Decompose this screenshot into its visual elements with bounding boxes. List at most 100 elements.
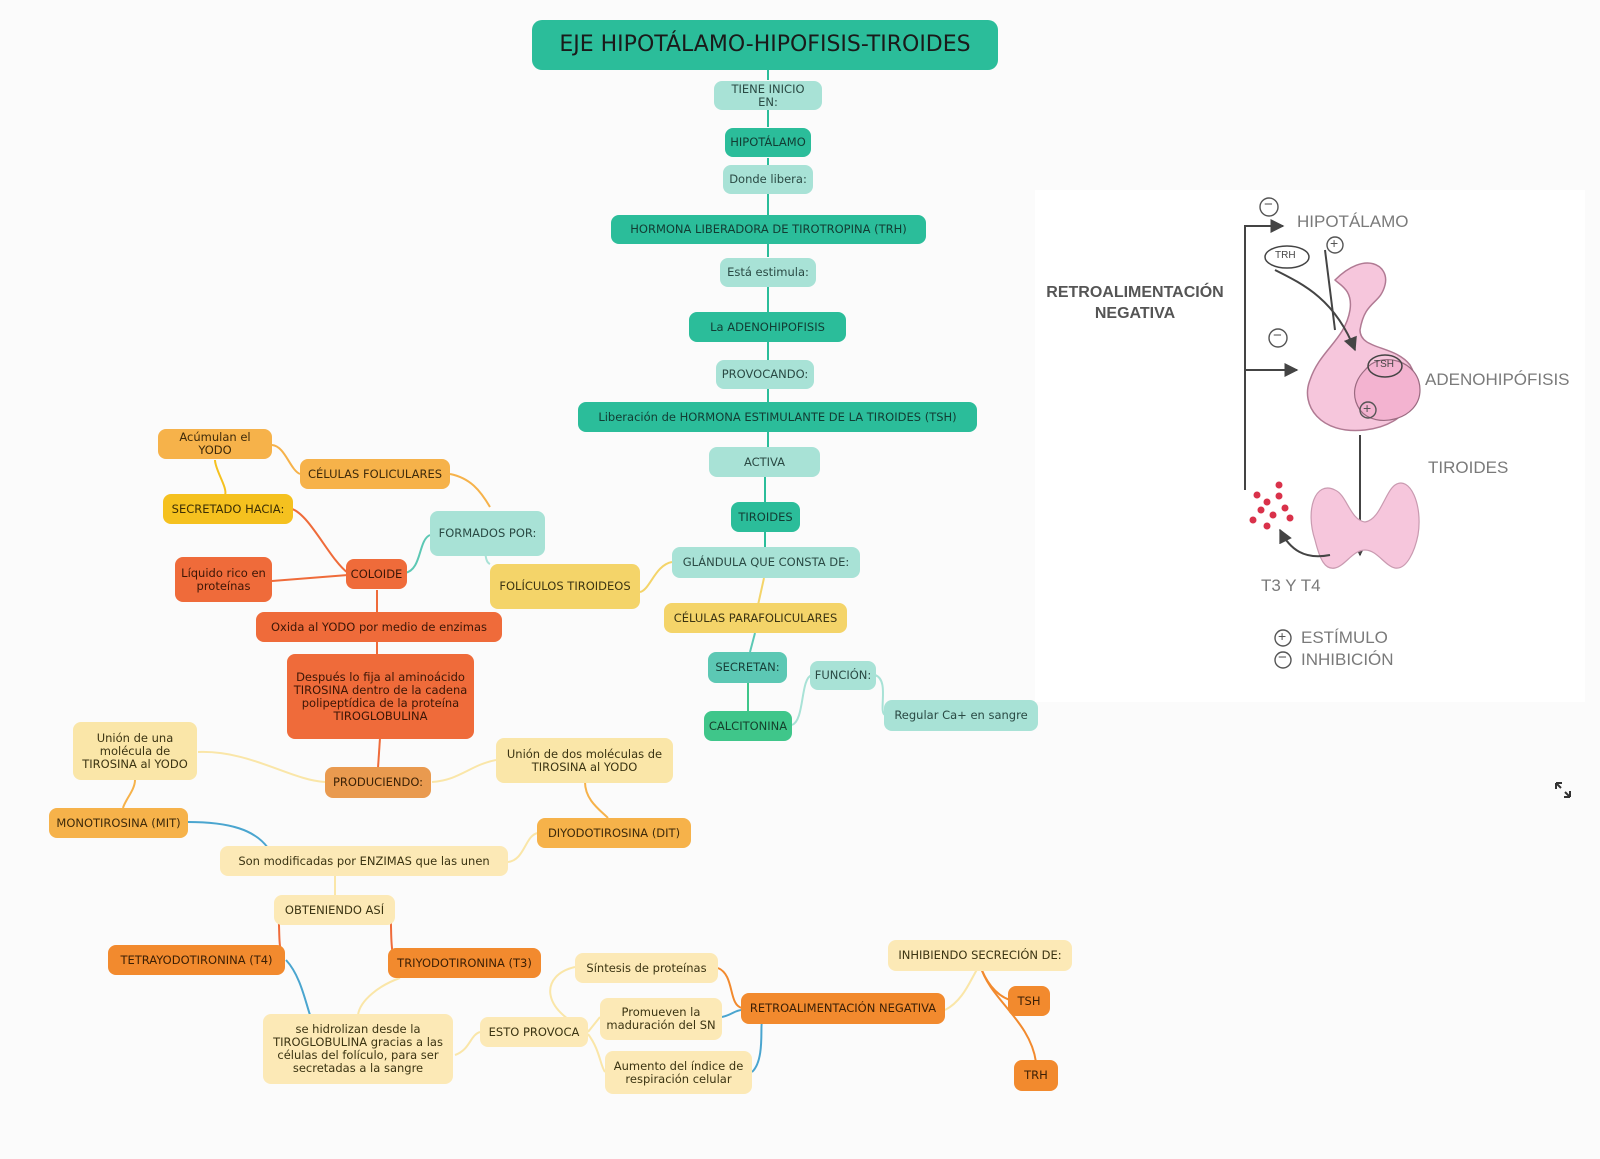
plus-sign-tsh: + <box>1363 400 1372 416</box>
node-mit[interactable]: MONOTIROSINA (MIT) <box>49 808 188 838</box>
figure-retro-label: RETROALIMENTACIÓN NEGATIVA <box>1046 284 1224 322</box>
feedback-line <box>1244 219 1285 490</box>
hormone-dots <box>1249 481 1294 530</box>
connector <box>271 444 301 475</box>
minus-sign-legend: − <box>1278 649 1287 666</box>
connector <box>717 967 743 1009</box>
trh-tag-shape <box>1264 245 1310 269</box>
node-funcion[interactable]: FUNCIÓN: <box>810 661 876 690</box>
connector <box>944 964 981 1011</box>
plus-legend-circle <box>1274 629 1292 647</box>
figure-hipotalamo-label: HIPOTÁLAMO <box>1297 212 1409 231</box>
node-formados-por[interactable]: FORMADOS POR: <box>430 511 545 556</box>
connector <box>584 781 609 819</box>
node-secretan[interactable]: SECRETAN: <box>708 652 787 683</box>
minus-circle-top <box>1259 197 1279 217</box>
node-union-una[interactable]: Unión de una molécula de TIROSINA al YOD… <box>73 722 197 780</box>
connector <box>187 821 269 849</box>
node-calcitonina[interactable]: CALCITONINA <box>704 711 792 741</box>
pituitary-lobe <box>1353 359 1421 421</box>
node-tiroides[interactable]: TIROIDES <box>731 502 800 532</box>
connector <box>587 1033 606 1073</box>
plus-circle-trh <box>1326 236 1344 254</box>
node-hidrolizan[interactable]: se hidrolizan desde la TIROGLOBULINA gra… <box>263 1014 453 1084</box>
feedback-diagram <box>1244 197 1421 669</box>
feedback-figure: RETROALIMENTACIÓN NEGATIVA HIPOTÁLAMO AD… <box>1035 190 1585 702</box>
figure-trh-tag: TRH <box>1275 250 1296 261</box>
node-despues[interactable]: Después lo fija al aminoácido TIROSINA d… <box>287 654 474 739</box>
node-maduracion[interactable]: Promueven la maduración del SN <box>600 998 722 1040</box>
node-trh[interactable]: TRH <box>1014 1060 1058 1091</box>
node-activa[interactable]: ACTIVA <box>709 447 820 477</box>
node-foliculos[interactable]: FOLÍCULOS TIROIDEOS <box>490 564 640 609</box>
node-celulas-foliculares[interactable]: CÉLULAS FOLICULARES <box>300 459 450 489</box>
plus-circle-tsh <box>1359 401 1377 419</box>
connector <box>291 508 349 574</box>
node-acumulan-yodo[interactable]: Acúmulan el YODO <box>158 429 272 459</box>
node-produciendo[interactable]: PRODUCIENDO: <box>325 767 431 798</box>
node-adenohipofisis[interactable]: La ADENOHIPOFISIS <box>689 312 846 342</box>
node-tsh-full[interactable]: Liberación de HORMONA ESTIMULANTE DE LA … <box>578 402 977 432</box>
trh-arrow <box>1274 269 1357 352</box>
connector <box>357 977 401 1016</box>
connector <box>587 1016 601 1033</box>
connector <box>454 1031 481 1056</box>
map-title[interactable]: EJE HIPOTÁLAMO-HIPOFISIS-TIROIDES <box>532 20 998 70</box>
node-esta-estimula[interactable]: Está estimula: <box>720 258 816 287</box>
connector <box>377 737 381 769</box>
t3t4-arrow <box>1279 528 1331 558</box>
node-glandula[interactable]: GLÁNDULA QUE CONSTA DE: <box>672 547 860 578</box>
connector <box>197 750 326 783</box>
node-esto-provoca[interactable]: ESTO PROVOCA <box>480 1017 588 1047</box>
minus-sign-mid: − <box>1273 327 1282 344</box>
connector <box>639 561 673 593</box>
node-hipotalamo[interactable]: HIPOTÁLAMO <box>725 128 811 157</box>
node-trh-full[interactable]: HORMONA LIBERADORA DE TIROTROPINA (TRH) <box>611 215 926 244</box>
connector <box>404 534 431 574</box>
node-union-dos[interactable]: Unión de dos moléculas de TIROSINA al YO… <box>496 738 673 783</box>
minus-legend-circle <box>1274 651 1292 669</box>
node-regular-ca[interactable]: Regular Ca+ en sangre <box>884 700 1038 731</box>
connector <box>749 632 756 653</box>
connector <box>431 759 497 783</box>
node-modificadas[interactable]: Son modificadas por ENZIMAS que las unen <box>220 846 508 876</box>
node-dit[interactable]: DIYODOTIROSINA (DIT) <box>537 818 691 848</box>
connector <box>285 959 311 1016</box>
node-obteniendo[interactable]: OBTENIENDO ASÍ <box>274 895 395 925</box>
node-retro-negativa[interactable]: RETROALIMENTACIÓN NEGATIVA <box>741 993 945 1024</box>
connector <box>721 1009 743 1018</box>
node-inhibiendo[interactable]: INHIBIENDO SECRECIÓN DE: <box>888 940 1072 971</box>
figure-adenohipofisis-label: ADENOHIPÓFISIS <box>1425 370 1570 389</box>
plus-sign-trh: + <box>1330 235 1339 251</box>
connector <box>757 577 765 606</box>
figure-tiroides-label: TIROIDES <box>1428 458 1509 477</box>
node-tiene-inicio[interactable]: TIENE INICIO EN: <box>714 81 822 110</box>
connector <box>791 674 813 726</box>
connector <box>751 1021 763 1073</box>
connector <box>874 674 886 716</box>
connector <box>214 459 227 496</box>
node-parafoliculares[interactable]: CÉLULAS PARAFOLICULARES <box>664 603 847 633</box>
node-donde-libera[interactable]: Donde libera: <box>723 165 813 194</box>
node-tsh[interactable]: TSH <box>1008 986 1050 1016</box>
connector <box>507 832 539 863</box>
node-sintesis[interactable]: Síntesis de proteínas <box>575 953 718 983</box>
node-secretado-hacia[interactable]: SECRETADO HACIA: <box>163 494 293 524</box>
node-t3[interactable]: TRIYODOTIRONINA (T3) <box>388 948 541 978</box>
legend-inhibicion: INHIBICIÓN <box>1301 650 1394 669</box>
node-oxida[interactable]: Oxida al YODO por medio de enzimas <box>256 612 502 642</box>
node-t4[interactable]: TETRAYODOTIRONINA (T4) <box>108 945 285 975</box>
node-respiracion[interactable]: Aumento del índice de respiración celula… <box>605 1051 752 1094</box>
plus-sign-legend: + <box>1278 628 1287 644</box>
node-coloide[interactable]: COLOIDE <box>346 559 407 589</box>
thyroid-shape <box>1310 482 1420 569</box>
figure-t3t4-label: T3 Y T4 <box>1261 576 1321 595</box>
expand-icon[interactable] <box>1553 780 1573 800</box>
hipotalamo-arrow <box>1324 249 1336 331</box>
legend-estimulo: ESTÍMULO <box>1301 628 1388 647</box>
node-liquido[interactable]: Líquido rico en proteínas <box>175 557 272 602</box>
node-provocando[interactable]: PROVOCANDO: <box>716 360 814 389</box>
connector <box>271 574 349 582</box>
connector <box>122 779 136 809</box>
